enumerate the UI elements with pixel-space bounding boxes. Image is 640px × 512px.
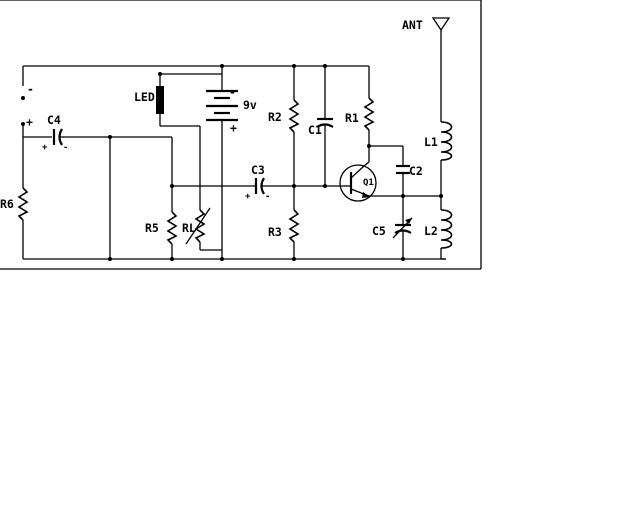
c4-label: C4 <box>47 113 61 127</box>
mic-minus-label: - <box>27 82 34 96</box>
resistor-r5 <box>166 137 178 261</box>
c4-minus-label: - <box>63 143 68 153</box>
led-label: LED <box>134 90 155 104</box>
resistor-r2 <box>288 64 300 210</box>
c3-plus-label: + <box>245 192 251 202</box>
resistor-r3 <box>288 209 300 261</box>
capacitor-c5 <box>392 196 413 261</box>
r2-label: R2 <box>268 110 282 124</box>
frame <box>0 0 482 270</box>
r3-label: R3 <box>268 225 282 239</box>
r5-label: R5 <box>145 221 159 235</box>
capacitor-c2 <box>369 145 410 198</box>
q1-label: Q1 <box>363 178 374 188</box>
transistor-q1 <box>339 144 441 202</box>
battery-minus-label: - <box>229 85 236 99</box>
l1-label: L1 <box>424 135 438 149</box>
antenna-label: ANT <box>402 18 423 32</box>
c4-plus-label: + <box>42 143 48 153</box>
capacitor-c4 <box>52 128 172 146</box>
resistor-r1 <box>363 66 375 146</box>
input-node <box>108 135 112 261</box>
antenna-icon <box>431 17 451 32</box>
c2-label: C2 <box>409 164 423 178</box>
battery <box>206 64 238 261</box>
mic-plus-label: + <box>26 115 33 129</box>
resistor-r6 <box>17 187 29 259</box>
c1-label: C1 <box>308 123 322 137</box>
led <box>156 72 200 127</box>
capacitor-c1 <box>316 64 334 188</box>
r1-label: R1 <box>345 111 359 125</box>
c5-label: C5 <box>372 224 386 238</box>
l2-label: L2 <box>424 224 438 238</box>
c3-minus-label: - <box>265 192 270 202</box>
battery-label: 9v <box>243 98 257 112</box>
resistor-rl <box>185 126 222 251</box>
microphone-input <box>21 96 52 188</box>
rl-label: RL <box>182 221 196 235</box>
c3-label: C3 <box>251 163 265 177</box>
r6-label: R6 <box>0 197 14 211</box>
capacitor-c3 <box>172 177 344 195</box>
inductor-l1 <box>439 30 453 210</box>
top-rail <box>22 65 369 91</box>
inductor-l2 <box>440 209 453 260</box>
battery-plus-label: + <box>230 121 237 135</box>
